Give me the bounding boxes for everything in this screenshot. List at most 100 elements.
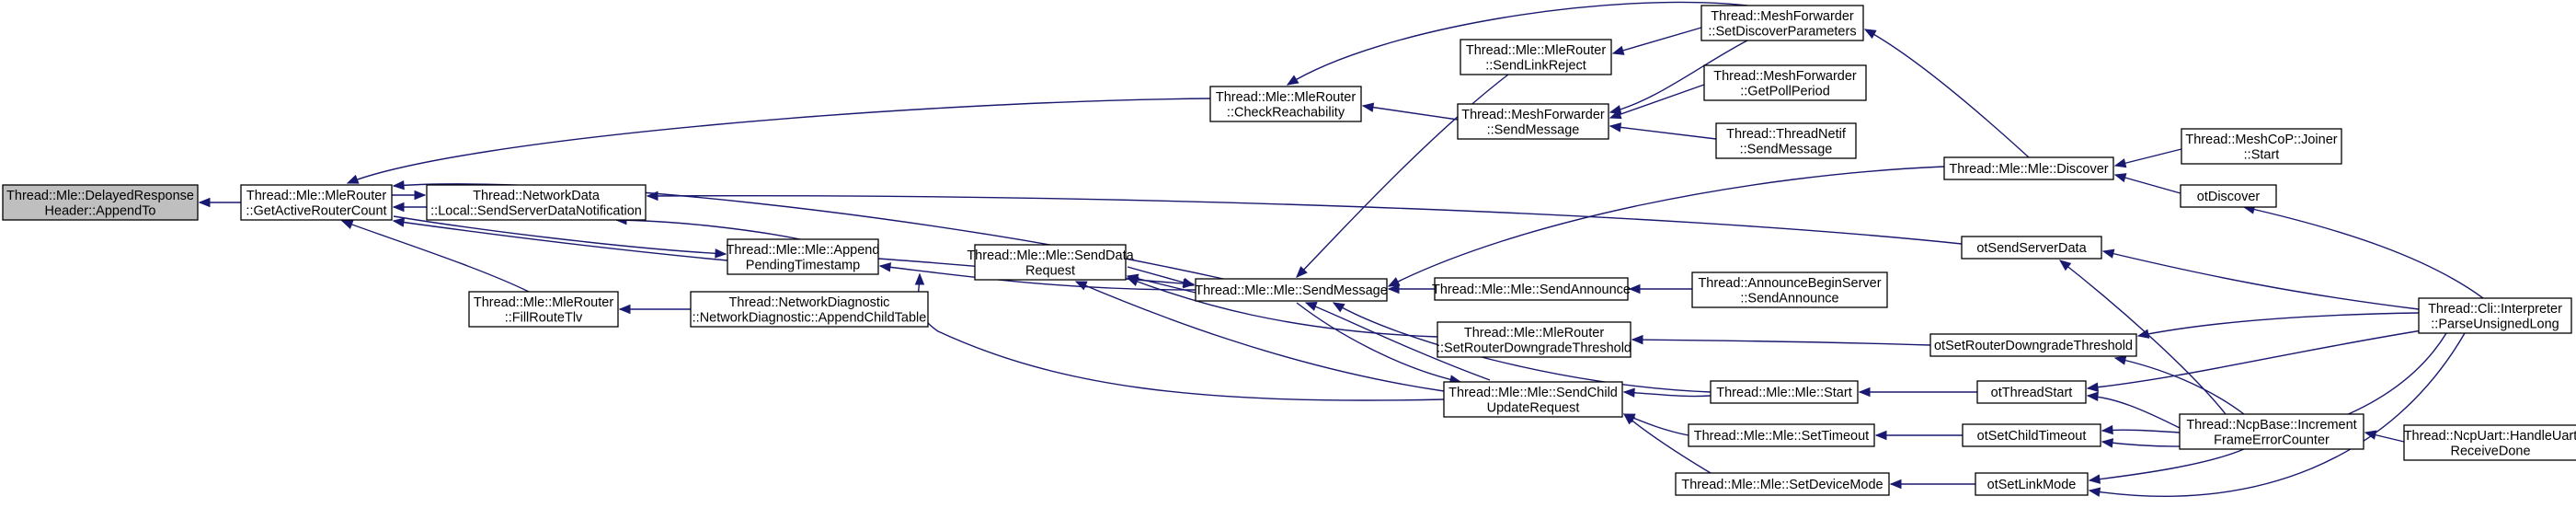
edge-arrowhead bbox=[2088, 487, 2101, 497]
node-sendmessage[interactable]: Thread::Mle::Mle::SendMessage bbox=[1195, 278, 1388, 302]
edge-otsetlinkmode-calls-setdevicemode bbox=[1889, 479, 1975, 490]
edge-netifsendmessage-calls-mfsendmessage bbox=[1609, 122, 1717, 140]
node-box bbox=[468, 291, 619, 328]
node-box bbox=[2403, 424, 2576, 461]
node-otdiscover[interactable]: otDiscover bbox=[2180, 184, 2277, 208]
edge-arrowhead bbox=[1874, 430, 1887, 441]
node-announcebegin[interactable]: Thread::AnnounceBeginServer::SendAnnounc… bbox=[1691, 271, 1888, 308]
edge-sendlinkreject-calls-sendmessage bbox=[1296, 74, 1509, 278]
node-setdevicemode[interactable]: Thread::Mle::Mle::SetDeviceMode bbox=[1675, 472, 1890, 496]
node-box bbox=[1975, 472, 2089, 496]
node-box bbox=[2181, 128, 2342, 165]
node-label-line: Thread::AnnounceBeginServer bbox=[1698, 276, 1881, 291]
edge-arrowhead bbox=[1296, 266, 1308, 278]
node-box bbox=[974, 244, 1127, 281]
node-getactiverouter[interactable]: Thread::Mle::MleRouter::GetActiveRouterC… bbox=[240, 184, 393, 221]
edge-line bbox=[1305, 302, 1491, 381]
node-label-line: Thread::NetworkData bbox=[473, 189, 601, 203]
node-appendto[interactable]: Thread::Mle::DelayedResponseHeader::Appe… bbox=[2, 184, 199, 221]
node-otthreadstart[interactable]: otThreadStart bbox=[1976, 380, 2087, 404]
node-label-line: otSetLinkMode bbox=[1987, 478, 2077, 492]
node-box bbox=[1943, 156, 2114, 180]
node-settimeout[interactable]: Thread::Mle::Mle::SetTimeout bbox=[1688, 423, 1875, 447]
node-mlestart[interactable]: Thread::Mle::Mle::Start bbox=[1710, 380, 1859, 404]
node-label-line: ::SendMessage bbox=[1487, 122, 1580, 137]
edge-line bbox=[1127, 275, 1196, 294]
edge-arrowhead bbox=[1631, 334, 1643, 345]
edge-line bbox=[2089, 448, 2245, 481]
edge-otsetchildtimeout-calls-settimeout bbox=[1874, 430, 1963, 441]
edge-line bbox=[615, 219, 801, 240]
node-netifsendmessage[interactable]: Thread::ThreadNetif::SendMessage bbox=[1715, 122, 1857, 159]
edge-line bbox=[1631, 339, 1931, 346]
node-label-line: Thread::Mle::Mle::Discover bbox=[1949, 162, 2108, 177]
node-getpollperiod[interactable]: Thread::MeshForwarder::GetPollPeriod bbox=[1703, 64, 1867, 101]
node-appendchildtable[interactable]: Thread::NetworkDiagnostic::NetworkDiagno… bbox=[690, 291, 929, 328]
edge-arrowhead bbox=[715, 248, 727, 259]
node-label-line: Thread::Mle::Mle::Append bbox=[727, 243, 880, 258]
node-box bbox=[1675, 472, 1890, 496]
node-label-line: UpdateRequest bbox=[1487, 400, 1580, 415]
edge-appendchildtable-calls-fillroutetlv bbox=[618, 304, 691, 315]
edge-setdiscover-calls-checkreach bbox=[1286, 1, 1748, 86]
edge-arrowhead bbox=[1361, 102, 1375, 112]
node-label-line: Thread::MeshForwarder bbox=[1713, 69, 1857, 84]
node-otsetchildtimeout[interactable]: otSetChildTimeout bbox=[1962, 423, 2101, 447]
node-sendserverdatanotif[interactable]: Thread::NetworkData::Local::SendServerDa… bbox=[426, 184, 647, 221]
edge-parseunsigned-calls-otthreadstart bbox=[2086, 329, 2429, 392]
node-label-line: Thread::Mle::DelayedResponse bbox=[6, 189, 194, 203]
edge-arrowhead bbox=[2086, 382, 2100, 392]
edge-arrowhead bbox=[1622, 413, 1636, 425]
edge-line bbox=[393, 220, 728, 261]
edge-arrowhead bbox=[392, 179, 405, 190]
node-fillroutetlv[interactable]: Thread::Mle::MleRouter::FillRouteTlv bbox=[468, 291, 619, 328]
node-parseunsigned[interactable]: Thread::Cli::Interpreter::ParseUnsignedL… bbox=[2418, 297, 2572, 334]
edge-ncpincrement-calls-otsendserverdata bbox=[2058, 260, 2227, 415]
node-label-line: Thread::Mle::Mle::Start bbox=[1716, 386, 1851, 400]
edge-parseunsigned-calls-otsetrouterdown bbox=[2136, 312, 2420, 339]
node-label-line: ::SendAnnounce bbox=[1740, 291, 1838, 306]
edge-arrowhead bbox=[1609, 122, 1622, 133]
edge-arrowhead bbox=[392, 202, 405, 213]
node-sendlinkreject[interactable]: Thread::Mle::MleRouter::SendLinkReject bbox=[1460, 39, 1612, 75]
edge-arrowhead bbox=[414, 190, 427, 201]
edge-arrowhead bbox=[2101, 438, 2114, 448]
edge-parseunsigned-calls-otdiscover bbox=[2242, 204, 2484, 299]
node-label-line: Thread::NcpUart::HandleUart bbox=[2404, 429, 2576, 444]
node-joinerstart[interactable]: Thread::MeshCoP::Joiner::Start bbox=[2181, 128, 2342, 165]
node-discover[interactable]: Thread::Mle::Mle::Discover bbox=[1943, 156, 2114, 180]
edge-line bbox=[2114, 357, 2245, 415]
node-label-line: Thread::Mle::MleRouter bbox=[246, 189, 386, 203]
node-label-line: Thread::NetworkDiagnostic bbox=[729, 295, 890, 310]
edge-arrowhead bbox=[346, 174, 360, 184]
node-label-line: Thread::MeshCoP::Joiner bbox=[2185, 133, 2337, 147]
edge-ncpincrement-calls-otsetchildtimeout bbox=[2101, 424, 2181, 435]
node-ncpincrement[interactable]: Thread::NcpBase::IncrementFrameErrorCoun… bbox=[2179, 413, 2364, 450]
node-otsendserverdata[interactable]: otSendServerData bbox=[1961, 236, 2102, 260]
node-setdiscover[interactable]: Thread::MeshForwarder::SetDiscoverParame… bbox=[1700, 5, 1864, 41]
node-otsetlinkmode[interactable]: otSetLinkMode bbox=[1975, 472, 2089, 496]
edge-mlestart-calls-sendchildupdate bbox=[1622, 387, 1712, 398]
node-otsetrouterdown[interactable]: otSetRouterDowngradeThreshold bbox=[1929, 333, 2137, 357]
node-label-line: Thread::Mle::MleRouter bbox=[474, 295, 613, 310]
node-sendannounce[interactable]: Thread::Mle::Mle::SendAnnounce bbox=[1432, 277, 1631, 301]
edge-parseunsigned-calls-otsetlinkmode bbox=[2088, 332, 2466, 497]
node-label-line: ::SendMessage bbox=[1740, 142, 1833, 156]
node-label-line: Thread::Mle::MleRouter bbox=[1216, 90, 1356, 105]
edge-line bbox=[393, 215, 727, 255]
node-checkreach[interactable]: Thread::Mle::MleRouter::CheckReachabilit… bbox=[1209, 86, 1362, 122]
edge-sendannounce-calls-sendmessage bbox=[1387, 283, 1435, 294]
edge-arrowhead bbox=[2364, 430, 2377, 440]
edge-line bbox=[1864, 29, 2030, 158]
edge-arrowhead bbox=[2088, 474, 2101, 484]
node-mfsendmessage[interactable]: Thread::MeshForwarder::SendMessage bbox=[1457, 103, 1609, 140]
node-label-line: Thread::Mle::Mle::SetDeviceMode bbox=[1681, 478, 1883, 492]
node-box bbox=[1703, 64, 1867, 101]
edge-line bbox=[1623, 391, 1712, 398]
node-setrouterdowngrade[interactable]: Thread::Mle::MleRouter::SetRouterDowngra… bbox=[1437, 321, 1631, 358]
